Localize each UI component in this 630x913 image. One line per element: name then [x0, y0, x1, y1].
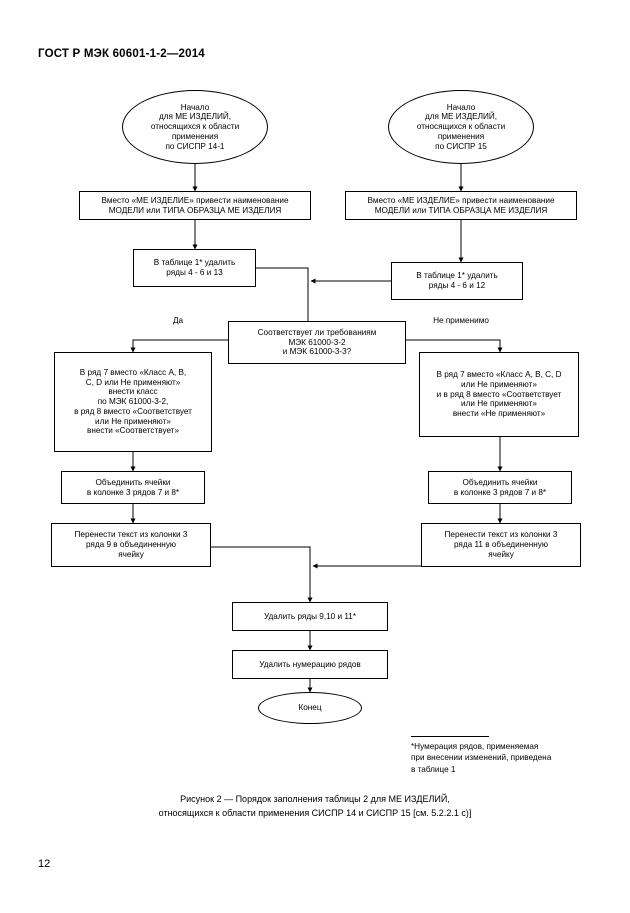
- node-move-right: Перенести текст из колонки 3 ряда 11 в о…: [421, 523, 581, 567]
- node-line: внести «Не применяют»: [452, 409, 546, 418]
- node-merge-right: Объединить ячейки в колонке 3 рядов 7 и …: [428, 471, 572, 504]
- node-line: ряда 9 в объединенную: [85, 540, 177, 550]
- node-line: Объединить ячейки: [462, 477, 538, 487]
- node-line: ячейку: [488, 549, 514, 559]
- node-delete-rows: Удалить ряды 9,10 и 11*: [232, 602, 388, 631]
- node-line: ячейку: [118, 549, 144, 559]
- node-line: внести «Соответствует»: [86, 426, 180, 436]
- node-line: Объединить ячейки: [95, 477, 171, 487]
- node-line: Конец: [298, 703, 322, 713]
- node-line: МЭК 61000-3-2: [288, 337, 346, 347]
- node-line: в ряд 8 вместо «Соответствует: [74, 406, 192, 416]
- node-line: для МЕ ИЗДЕЛИЙ,: [424, 112, 498, 122]
- node-start-left: Начало для МЕ ИЗДЕЛИЙ, относящихся к обл…: [122, 90, 268, 164]
- node-line: В ряд 7 вместо «Класс А, В,: [79, 368, 187, 378]
- node-rename-right: Вместо «МЕ ИЗДЕЛИЕ» привести наименовани…: [345, 191, 577, 220]
- node-end: Конец: [258, 692, 362, 724]
- node-line: ряды 4 - 6 и 12: [428, 281, 486, 290]
- node-line: В ряд 7 вместо «Класс А, В, С, D: [436, 370, 562, 380]
- node-line: внести класс: [108, 387, 158, 397]
- node-line: Перенести текст из колонки 3: [444, 530, 558, 540]
- footnote-line: при внесении изменений, приведена: [411, 753, 552, 763]
- node-decision-compliance: Соответствует ли требованиям МЭК 61000-3…: [228, 321, 406, 364]
- node-line: в колонке 3 рядов 7 и 8*: [86, 487, 180, 497]
- node-line: относящихся к области: [416, 122, 506, 132]
- footnote-line: в таблице 1: [411, 764, 456, 774]
- node-line: Начало: [180, 102, 210, 112]
- node-line: Удалить нумерацию рядов: [259, 659, 361, 669]
- node-line: в колонке 3 рядов 7 и 8*: [453, 487, 547, 497]
- edge-label-yes: Да: [172, 316, 184, 325]
- node-apply-left: В ряд 7 вместо «Класс А, В, С, D или Не …: [54, 352, 212, 452]
- node-line: применения: [171, 131, 219, 141]
- node-rename-left: Вместо «МЕ ИЗДЕЛИЕ» привести наименовани…: [79, 191, 311, 220]
- node-line: Перенести текст из колонки 3: [74, 530, 188, 540]
- node-line: применения: [437, 131, 485, 141]
- node-line: Соответствует ли требованиям: [257, 327, 377, 337]
- node-line: Вместо «МЕ ИЗДЕЛИЕ» привести наименовани…: [367, 195, 555, 205]
- footnote-rule: [411, 736, 489, 737]
- node-line: МОДЕЛИ или ТИПА ОБРАЗЦА МЕ ИЗДЕЛИЯ: [108, 205, 282, 215]
- node-line: относящихся к области: [150, 122, 240, 132]
- node-line: по СИСПР 14-1: [165, 141, 225, 151]
- node-line: или Не применяют»: [461, 399, 537, 409]
- node-line: и МЭК 61000-3-3?: [282, 347, 352, 357]
- node-line: Вместо «МЕ ИЗДЕЛИЕ» привести наименовани…: [101, 195, 289, 205]
- node-line: В таблице 1* удалить: [416, 271, 498, 281]
- node-line: и в ряд 8 вместо «Соответствует: [436, 389, 562, 399]
- node-merge-left: Объединить ячейки в колонке 3 рядов 7 и …: [61, 471, 205, 504]
- node-apply-right: В ряд 7 вместо «Класс А, В, С, D или Не …: [419, 352, 579, 437]
- node-line: или Не применяют»: [461, 379, 537, 389]
- node-table-right: В таблице 1* удалить ряды 4 - 6 и 12: [391, 262, 523, 300]
- figure-caption-line-1: Рисунок 2 — Порядок заполнения таблицы 2…: [180, 794, 450, 804]
- node-line: или Не применяют»: [95, 416, 171, 426]
- node-line: МОДЕЛИ или ТИПА ОБРАЗЦА МЕ ИЗДЕЛИЯ: [374, 205, 548, 215]
- node-line: В таблице 1* удалить: [153, 258, 236, 268]
- footnote-line: *Нумерация рядов, применяемая: [411, 742, 539, 751]
- node-line: ряды 4 - 6 и 13: [166, 268, 223, 277]
- figure-caption: Рисунок 2 — Порядок заполнения таблицы 2…: [0, 793, 630, 820]
- page-number: 12: [38, 858, 51, 870]
- node-start-right: Начало для МЕ ИЗДЕЛИЙ, относящихся к обл…: [388, 90, 534, 164]
- node-delete-numbering: Удалить нумерацию рядов: [232, 650, 388, 679]
- footnote: *Нумерация рядов, применяемая при внесен…: [411, 741, 591, 775]
- node-table-left: В таблице 1* удалить ряды 4 - 6 и 13: [133, 249, 256, 287]
- edge-label-not-applicable: Не применимо: [433, 316, 489, 325]
- node-line: С, D или Не применяют»: [85, 377, 181, 387]
- node-line: ряда 11 в объединенную: [453, 540, 549, 550]
- document-standard-header: ГОСТ Р МЭК 60601-1-2—2014: [38, 48, 205, 60]
- node-line: Удалить ряды 9,10 и 11*: [263, 611, 357, 621]
- node-line: Начало: [446, 102, 476, 112]
- node-line: для МЕ ИЗДЕЛИЙ,: [158, 112, 232, 122]
- node-line: по МЭК 61000-3-2,: [97, 397, 169, 407]
- node-move-left: Перенести текст из колонки 3 ряда 9 в об…: [51, 523, 211, 567]
- figure-caption-line-2: относящихся к области применения СИСПР 1…: [158, 807, 472, 818]
- node-line: по СИСПР 15: [435, 141, 487, 151]
